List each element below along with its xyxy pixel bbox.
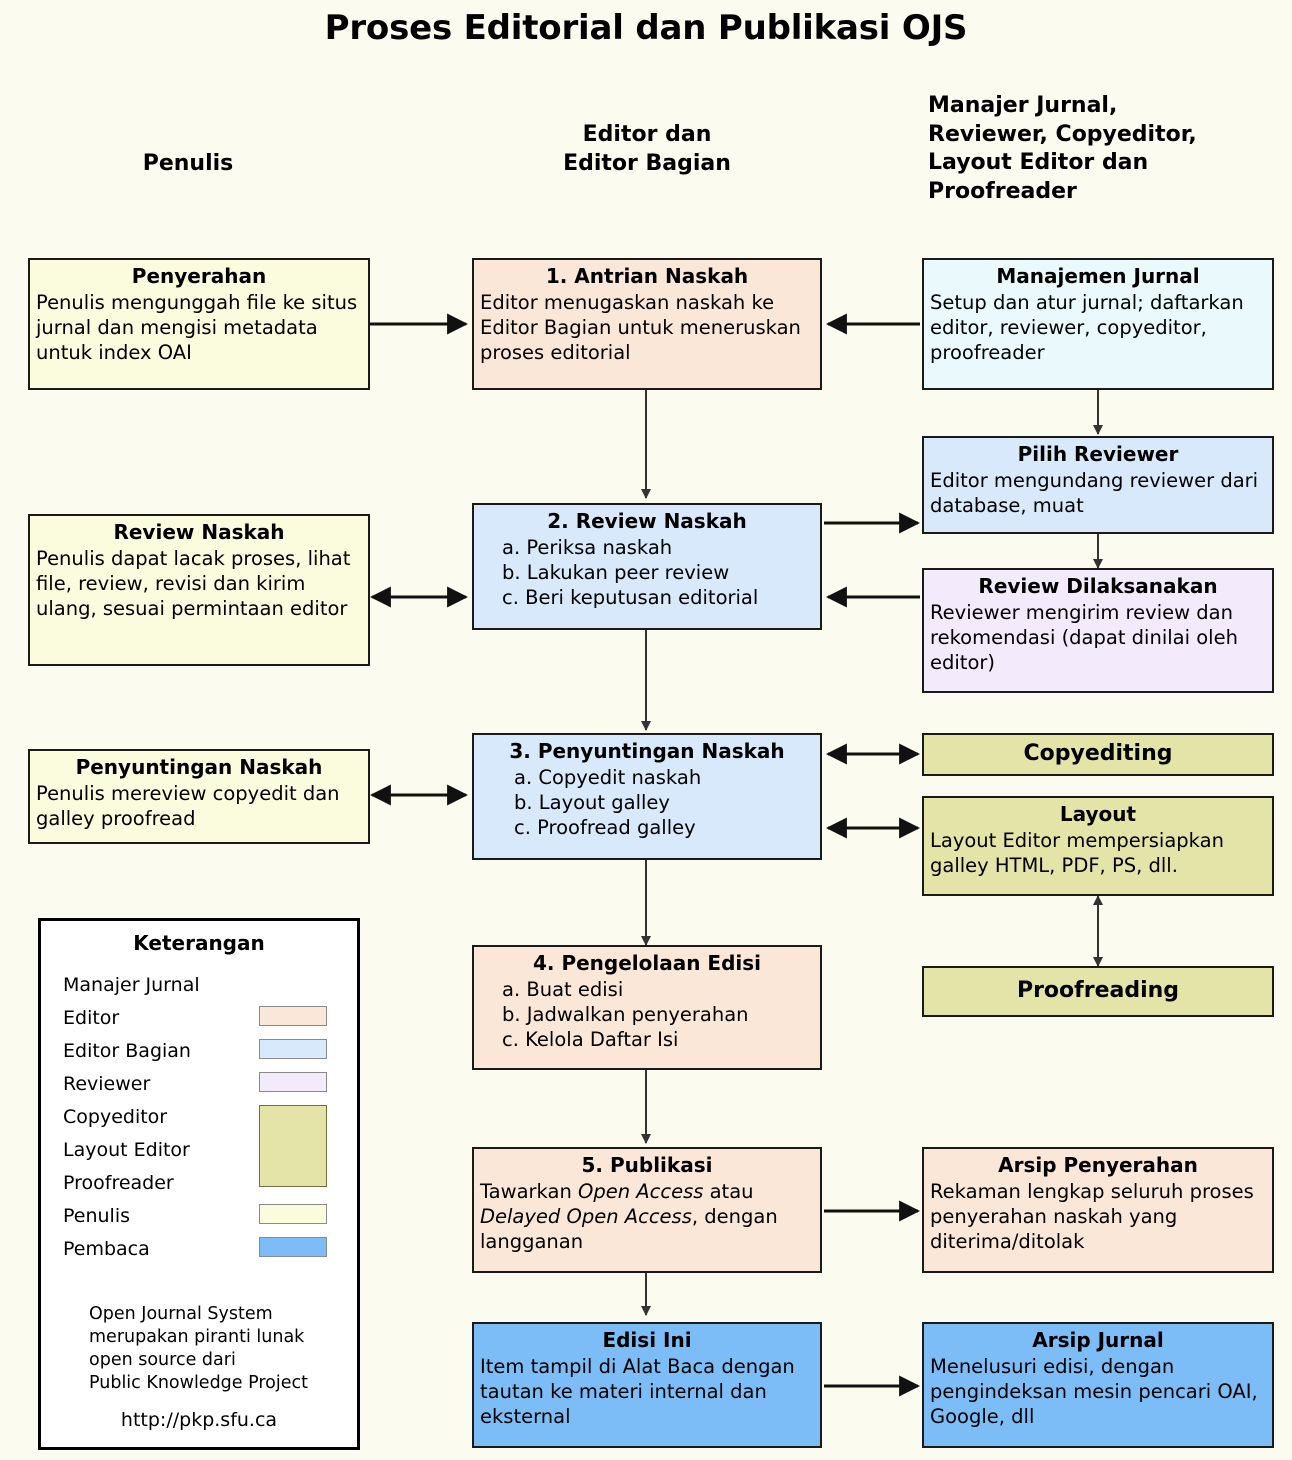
legend-item-proofreader-label: Proofreader [63,1172,174,1194]
column-heading-others-label: Manajer Jurnal,Reviewer, Copyeditor,Layo… [928,93,1197,204]
legend-item-proofreader: Proofreader [41,1171,357,1204]
column-heading-others: Manajer Jurnal,Reviewer, Copyeditor,Layo… [928,92,1278,206]
node-arsip-jurnal-title: Arsip Jurnal [1032,1328,1164,1352]
legend-swatch-pembaca [259,1237,327,1257]
legend-item-editor-label: Editor [63,1007,120,1029]
node-edisi-ini-body: Item tampil di Alat Baca dengan tautan k… [480,1354,795,1429]
node-copyediting[interactable]: Copyediting [922,733,1274,776]
node-review-dilaksanakan[interactable]: Review Dilaksanakan Reviewer mengirim re… [922,568,1274,693]
legend-panel: Keterangan Manajer Jurnal Editor Editor … [38,918,360,1450]
node-pilih-reviewer-title: Pilih Reviewer [1017,442,1179,466]
legend-item-reviewer: Reviewer [41,1072,357,1105]
node-layout-body: Layout Editor mempersiapkan galley HTML,… [930,828,1224,877]
node-pilih-reviewer[interactable]: Pilih Reviewer Editor mengundang reviewe… [922,436,1274,534]
legend-swatch-editor [259,1006,327,1026]
legend-item-reviewer-label: Reviewer [63,1073,151,1095]
legend-item-manajer-jurnal-label: Manajer Jurnal [63,974,200,996]
legend-item-editor: Editor [41,1006,357,1039]
node-review-naskah-penulis-title: Review Naskah [113,520,285,544]
node-publikasi-title: 5. Publikasi [581,1153,713,1177]
legend-item-copyeditor: Copyeditor [41,1105,357,1187]
node-review-naskah-item-a: a. Periksa naskah [502,535,673,559]
node-layout-title: Layout [1059,802,1137,826]
node-penyuntingan-naskah-item-c: c. Proofread galley [514,816,696,840]
legend-item-pembaca-label: Pembaca [63,1238,150,1260]
legend-swatch-penulis [259,1204,327,1224]
node-pengelolaan-edisi-item-c: c. Kelola Daftar Isi [502,1028,679,1052]
node-penyerahan[interactable]: Penyerahan Penulis mengunggah file ke si… [28,258,370,390]
node-penyuntingan-naskah-item-b: b. Layout galley [514,790,670,814]
node-manajemen-jurnal[interactable]: Manajemen Jurnal Setup dan atur jurnal; … [922,258,1274,390]
node-proofreading-title: Proofreading [1016,977,1180,1003]
node-penyuntingan-naskah[interactable]: 3. Penyuntingan Naskah a. Copyedit naska… [472,733,822,860]
node-review-naskah-penulis-body: Penulis dapat lacak proses, lihat file, … [36,546,351,621]
node-arsip-jurnal-body: Menelusuri edisi, dengan pengindeksan me… [930,1354,1258,1429]
node-review-naskah[interactable]: 2. Review Naskah a. Periksa naskah b. La… [472,503,822,630]
node-penyuntingan-naskah-title: 3. Penyuntingan Naskah [509,739,785,763]
legend-swatch-copyeditor-layout-proofreader [259,1105,327,1187]
node-penyuntingan-penulis[interactable]: Penyuntingan Naskah Penulis mereview cop… [28,749,370,844]
legend-item-layout-editor: Layout Editor [41,1138,357,1171]
node-publikasi[interactable]: 5. Publikasi Tawarkan Open Access atau D… [472,1147,822,1273]
node-penyerahan-body: Penulis mengunggah file ke situs jurnal … [36,290,358,365]
legend-entries: Manajer Jurnal Editor Editor Bagian Revi… [41,973,357,1270]
legend-item-copyeditor-label: Copyeditor [63,1106,168,1128]
legend-item-editor-bagian: Editor Bagian [41,1039,357,1072]
node-copyediting-title: Copyediting [1023,740,1173,766]
node-antrian-naskah-body: Editor menugaskan naskah ke Editor Bagia… [480,290,801,365]
node-manajemen-jurnal-title: Manajemen Jurnal [996,264,1200,288]
node-pengelolaan-edisi-item-b: b. Jadwalkan penyerahan [502,1002,749,1026]
legend-item-penulis: Penulis [41,1204,357,1237]
node-penyerahan-title: Penyerahan [131,264,267,288]
node-review-naskah-item-b: b. Lakukan peer review [502,560,730,584]
column-heading-penulis: Penulis [28,150,348,179]
node-arsip-penyerahan-title: Arsip Penyerahan [998,1153,1198,1177]
node-review-naskah-title: 2. Review Naskah [547,509,747,533]
legend-item-layout-editor-label: Layout Editor [63,1139,190,1161]
node-penyuntingan-naskah-item-a: a. Copyedit naskah [514,765,702,789]
node-layout[interactable]: Layout Layout Editor mempersiapkan galle… [922,796,1274,896]
node-antrian-naskah[interactable]: 1. Antrian Naskah Editor menugaskan nask… [472,258,822,390]
page-title: Proses Editorial dan Publikasi OJS [324,8,968,48]
legend-url: http://pkp.sfu.ca [120,1409,278,1431]
node-arsip-jurnal[interactable]: Arsip Jurnal Menelusuri edisi, dengan pe… [922,1322,1274,1448]
legend-item-pembaca: Pembaca [41,1237,357,1270]
node-pengelolaan-edisi[interactable]: 4. Pengelolaan Edisi a. Buat edisi b. Ja… [472,945,822,1070]
legend-swatch-reviewer [259,1072,327,1092]
column-heading-penulis-label: Penulis [142,151,234,176]
node-pilih-reviewer-body: Editor mengundang reviewer dari database… [930,468,1259,517]
legend-title: Keterangan [133,931,265,955]
node-review-dilaksanakan-body: Reviewer mengirim review dan rekomendasi… [930,600,1238,675]
legend-item-editor-bagian-label: Editor Bagian [63,1040,191,1062]
legend-swatch-editor-bagian [259,1039,327,1059]
node-review-dilaksanakan-title: Review Dilaksanakan [978,574,1218,598]
node-edisi-ini[interactable]: Edisi Ini Item tampil di Alat Baca denga… [472,1322,822,1448]
node-publikasi-body: Tawarkan Open Access atau Delayed Open A… [480,1179,778,1254]
legend-item-manajer-jurnal: Manajer Jurnal [41,973,357,1006]
node-antrian-naskah-title: 1. Antrian Naskah [545,264,749,288]
node-arsip-penyerahan-body: Rekaman lengkap seluruh proses penyeraha… [930,1179,1254,1254]
node-pengelolaan-edisi-title: 4. Pengelolaan Edisi [532,951,762,975]
node-arsip-penyerahan[interactable]: Arsip Penyerahan Rekaman lengkap seluruh… [922,1147,1274,1273]
node-review-naskah-penulis[interactable]: Review Naskah Penulis dapat lacak proses… [28,514,370,666]
node-edisi-ini-title: Edisi Ini [602,1328,692,1352]
legend-item-penulis-label: Penulis [63,1205,131,1227]
node-penyuntingan-penulis-title: Penyuntingan Naskah [75,755,323,779]
node-proofreading[interactable]: Proofreading [922,966,1274,1017]
node-pengelolaan-edisi-item-a: a. Buat edisi [502,977,624,1001]
node-review-naskah-item-c: c. Beri keputusan editorial [502,586,759,610]
node-penyuntingan-penulis-body: Penulis mereview copyedit dan galley pro… [36,781,340,830]
node-manajemen-jurnal-body: Setup dan atur jurnal; daftarkan editor,… [930,290,1244,365]
